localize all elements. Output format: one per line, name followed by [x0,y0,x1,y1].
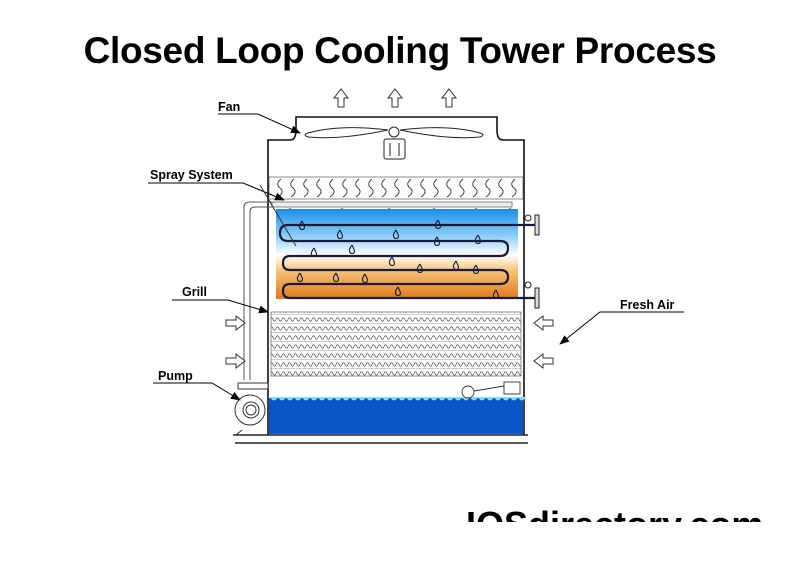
exhaust-arrow-icon [332,88,350,108]
water-droplet [416,263,424,274]
label-fan: Fan [218,100,241,114]
eliminator-blade [368,178,374,198]
air-in-arrow-icon [225,314,246,332]
water-ripple [334,397,342,401]
eliminator-blade [381,178,387,198]
eliminator-blade [407,178,413,198]
eliminator-blade [433,178,439,198]
water-ripple [326,397,334,401]
label-fresh-air: Fresh Air [620,298,675,312]
water-ripple [374,397,382,401]
pump-icon [234,382,269,436]
exhaust-arrow-icon [386,88,404,108]
water-droplet [434,219,442,230]
air-intake-arrows [225,314,554,370]
eliminator-blade [446,178,452,198]
eliminator-blade [355,178,361,198]
water-ripple [494,397,502,401]
eliminator-blade [342,178,348,198]
coil-connections [524,214,540,309]
eliminator-blade [303,178,309,198]
water-ripple [318,397,326,401]
eliminator-blade [394,178,400,198]
water-ripple [398,397,406,401]
water-ripple [366,397,374,401]
water-ripple [470,397,478,401]
water-droplet [332,272,340,283]
fill-media [270,311,522,377]
water-ripple [270,397,278,401]
water-ripple [478,397,486,401]
spray-supply-pipe [243,201,272,380]
water-droplet [472,264,480,275]
water-ripple [294,397,302,401]
water-ripple [358,397,366,401]
eliminator-blade [511,178,517,198]
water-droplet [388,256,396,267]
water-ripple [406,397,414,401]
water-ripple [302,397,310,401]
water-ripple [390,397,398,401]
water-ripple [486,397,494,401]
water-ripple [286,397,294,401]
water-ripple [518,397,526,401]
tower-housing [267,116,525,435]
water-ripple [342,397,350,401]
drift-eliminator [268,176,524,200]
water-ripple [414,397,422,401]
water-droplet [348,244,356,255]
water-ripple [438,397,446,401]
water-ripple [422,397,430,401]
water-droplet [336,229,344,240]
eliminator-blade [329,178,335,198]
watermark: IQSdirectory.com [466,505,763,522]
label-pump: Pump [158,369,193,383]
water-ripple [454,397,462,401]
water-ripple [382,397,390,401]
water-droplet [361,273,369,284]
water-basin [269,398,523,434]
eliminator-blade [316,178,322,198]
water-ripple [310,397,318,401]
water-droplet [474,234,482,245]
exhaust-arrow-icon [440,88,458,108]
label-spray-system: Spray System [150,168,233,182]
water-droplet [433,236,441,247]
water-droplet [296,272,304,283]
water-ripple [446,397,454,401]
heat-exchange-coil [278,223,535,300]
exhaust-arrows [332,88,458,108]
water-ripple [278,397,286,401]
air-in-arrow-icon [225,352,246,370]
water-droplet [394,286,402,297]
air-in-arrow-icon [533,314,554,332]
water-ripple [510,397,518,401]
fan-icon [304,126,484,160]
water-droplet [452,260,460,271]
water-droplet [310,247,318,258]
label-grill: Grill [182,285,208,299]
hot-zone [276,255,518,299]
water-droplet [492,289,500,300]
water-droplet [392,229,400,240]
eliminator-blade [498,178,504,198]
eliminator-blade [472,178,478,198]
water-droplet [298,220,306,231]
water-ripple [502,397,510,401]
eliminator-blade [420,178,426,198]
diagram-title: Closed Loop Cooling Tower Process [83,30,717,71]
air-in-arrow-icon [533,352,554,370]
eliminator-blade [485,178,491,198]
water-ripple [350,397,358,401]
spray-header [271,201,513,208]
eliminator-blade [459,178,465,198]
water-ripple [430,397,438,401]
eliminator-blade [290,178,296,198]
